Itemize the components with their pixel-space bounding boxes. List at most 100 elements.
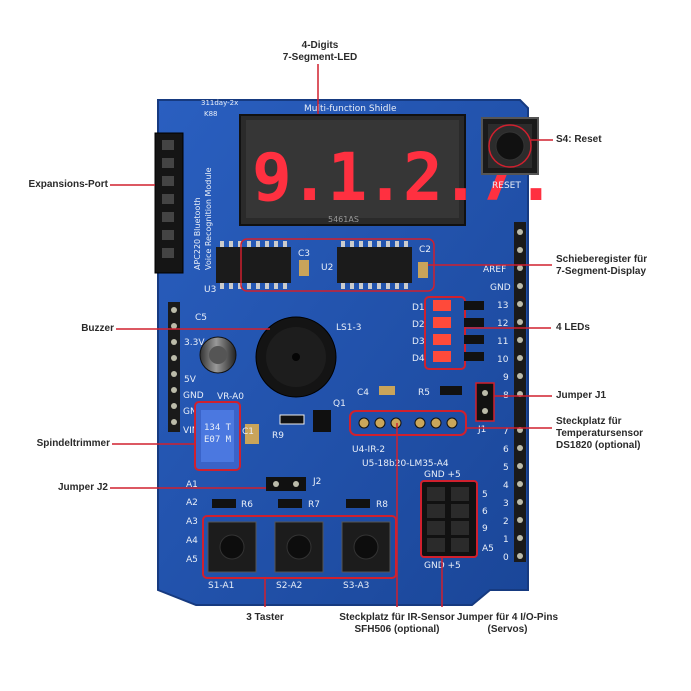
callout-jumper-j1: Jumper J1 (556, 390, 607, 401)
pin-a2: A2 (186, 498, 198, 508)
sensor-socket (349, 410, 467, 436)
pin-1: 1 (503, 535, 509, 545)
shift-register-u3 (216, 241, 291, 289)
u2-silk: U2 (321, 263, 333, 273)
pin-12: 12 (497, 319, 508, 329)
board-corner-text: 311day-2x (201, 99, 238, 107)
power-label-5v: 5V (184, 375, 197, 385)
pin-a3: A3 (186, 517, 198, 527)
bt-line-1: APC220 Bluetooth (193, 197, 202, 270)
r7-silk: R7 (308, 500, 320, 510)
capacitor-c1 (245, 424, 259, 444)
led-d1 (433, 300, 451, 311)
r5-silk: R5 (418, 388, 430, 398)
button-s2[interactable] (274, 521, 324, 573)
led-d2 (433, 317, 451, 328)
button-s2-silk: S2-A2 (276, 581, 302, 591)
c5-silk: C5 (195, 313, 207, 323)
button-s1[interactable] (207, 521, 257, 573)
d1-silk: D1 (412, 303, 425, 313)
button-s3-silk: S3-A3 (343, 581, 369, 591)
bt-module-text: APC220 Bluetooth Voice Recognition Modul… (193, 167, 213, 270)
led-resistor (464, 352, 484, 361)
r6-silk: R6 (241, 500, 253, 510)
led-d4 (433, 351, 451, 362)
callout-lines (110, 64, 553, 607)
callout-temp-sensor: Steckplatz für Temperatursensor DS1820 (… (556, 416, 644, 451)
callout-expansion-port: Expansions-Port (28, 179, 108, 190)
power-header (168, 302, 180, 432)
pin-6: 6 (503, 445, 509, 455)
display-part-number: 5461AS (328, 215, 359, 224)
ls-silk: LS1-3 (336, 323, 361, 333)
trimmer-line-1: 134 T (204, 423, 232, 433)
pin-9: 9 (503, 373, 509, 383)
callout-taster: 3 Taster (246, 612, 284, 623)
led-d3 (433, 334, 451, 345)
resistor-r7 (278, 499, 302, 508)
capacitor-c3 (299, 260, 309, 276)
capacitor-c2 (418, 262, 428, 278)
jumper-j2[interactable] (266, 477, 306, 491)
button-s3[interactable] (341, 521, 391, 573)
u5-silk: U5-18b20-LM35-A4 (362, 459, 449, 469)
shift-register-u2 (337, 241, 412, 289)
spindle-trimmer (194, 401, 241, 471)
pin-10: 10 (497, 355, 509, 365)
pin-13: 13 (497, 301, 508, 311)
reset-button[interactable] (481, 117, 539, 175)
trimmer-line-2: E07 M (204, 435, 232, 445)
power-label-vin: VIN (183, 426, 199, 436)
resistor-r8 (346, 499, 370, 508)
resistor-r6 (212, 499, 236, 508)
servo-pin-a5: A5 (482, 544, 494, 554)
d2-silk: D2 (412, 320, 425, 330)
pin-a1: A1 (186, 480, 198, 490)
buzzer (255, 316, 337, 398)
callout-servo-jumpers: Jumper für 4 I/O-Pins (Servos) (456, 612, 559, 635)
power-label-33v: 3.3V (184, 338, 205, 348)
vr-silk: VR-A0 (217, 392, 244, 402)
callout-leds: 4 LEDs (556, 322, 590, 333)
pin-0: 0 (503, 553, 509, 563)
led-resistor (464, 335, 484, 344)
servo-jumpers[interactable] (420, 480, 478, 558)
u3-silk: U3 (204, 285, 216, 295)
resistor-r9 (279, 414, 305, 425)
servo-top-silk: GND +5 (424, 470, 461, 480)
j2-silk: J2 (312, 477, 321, 487)
servo-pin-9: 9 (482, 524, 488, 534)
transistor-q1 (313, 410, 331, 432)
r9-silk: R9 (272, 431, 284, 441)
callout-trimmer: Spindeltrimmer (36, 438, 110, 449)
bt-line-2: Voice Recognition Module (204, 167, 213, 270)
reset-silk: RESET (492, 181, 521, 191)
pin-a5: A5 (186, 555, 198, 565)
callout-reset: S4: Reset (556, 134, 602, 145)
capacitor-c5 (199, 336, 237, 374)
c3-silk: C3 (298, 249, 310, 259)
c2-silk: C2 (419, 245, 431, 255)
callout-ir-sensor: Steckplatz für IR-Sensor SFH506 (optiona… (339, 612, 455, 635)
power-label-gnd2: GND (183, 407, 204, 417)
callout-jumper-j2: Jumper J2 (57, 482, 108, 493)
jumper-j1[interactable] (475, 382, 495, 422)
callout-shift-register: Schieberegister für 7-Segment-Display (556, 254, 648, 277)
expansion-port (154, 132, 184, 274)
digital-header (514, 222, 526, 562)
pin-a4: A4 (186, 536, 198, 546)
pin-7: 7 (503, 427, 509, 437)
board-corner-text-2: K88 (204, 110, 218, 118)
r8-silk: R8 (376, 500, 388, 510)
c1-silk: C1 (242, 427, 254, 437)
buttons-outline (202, 515, 397, 579)
trimmer-marking: 134 T E07 M (204, 423, 237, 445)
callout-buzzer: Buzzer (81, 323, 114, 334)
j1-silk: J1 (477, 425, 486, 435)
servo-pin-5: 5 (482, 490, 488, 500)
pin-2: 2 (503, 517, 509, 527)
power-label-gnd1: GND (183, 391, 204, 401)
pcb-board (157, 99, 529, 606)
pin-aref: AREF (483, 265, 506, 275)
